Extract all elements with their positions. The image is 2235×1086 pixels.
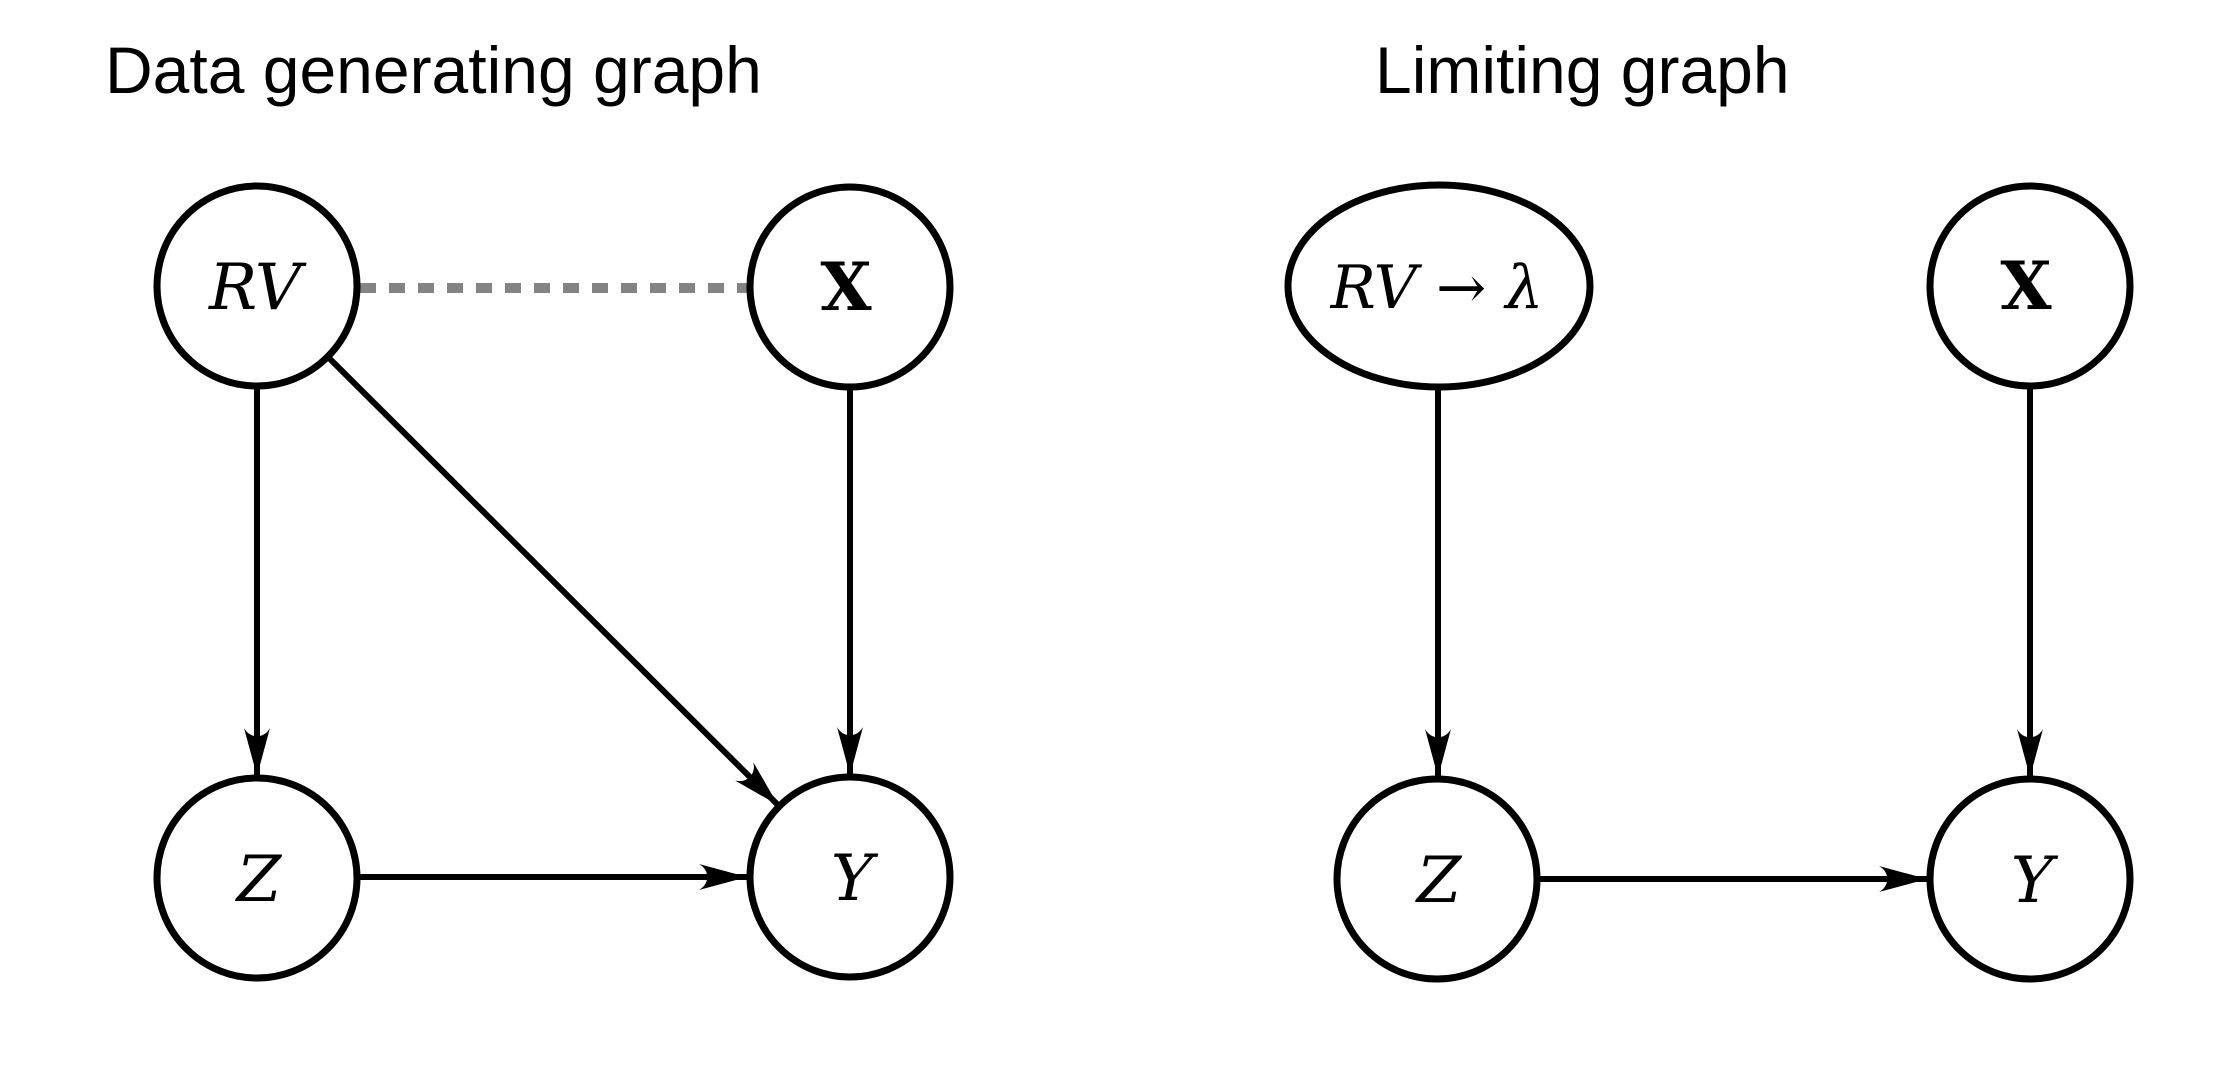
node-rv-lambda-label: RV → λ (1330, 253, 1544, 323)
node-z-left-label: Z (235, 843, 283, 917)
right-graph: RV → λ X Z Y (1284, 181, 2134, 983)
node-z-right-label: Z (1415, 844, 1463, 918)
node-rv-lambda (1284, 181, 1594, 391)
node-z-left (153, 774, 361, 982)
node-y-right-label: Y (2011, 844, 2059, 918)
node-rv-label: RV (208, 251, 307, 325)
left-graph: RV X Z Y (153, 182, 954, 982)
node-y-right (1926, 775, 2134, 983)
node-y-left (746, 773, 954, 981)
node-y-left-label: Y (831, 842, 879, 916)
node-rv (153, 182, 361, 390)
right-graph-title: Limiting graph (1375, 33, 1790, 107)
node-x-right-label: X (2000, 247, 2052, 325)
left-graph-title: Data generating graph (105, 33, 762, 107)
node-x-left-label: X (820, 248, 872, 326)
edge-rv-y (325, 354, 781, 808)
node-x-right (1926, 182, 2134, 390)
node-x-left (746, 183, 954, 391)
node-z-right (1333, 775, 1541, 983)
